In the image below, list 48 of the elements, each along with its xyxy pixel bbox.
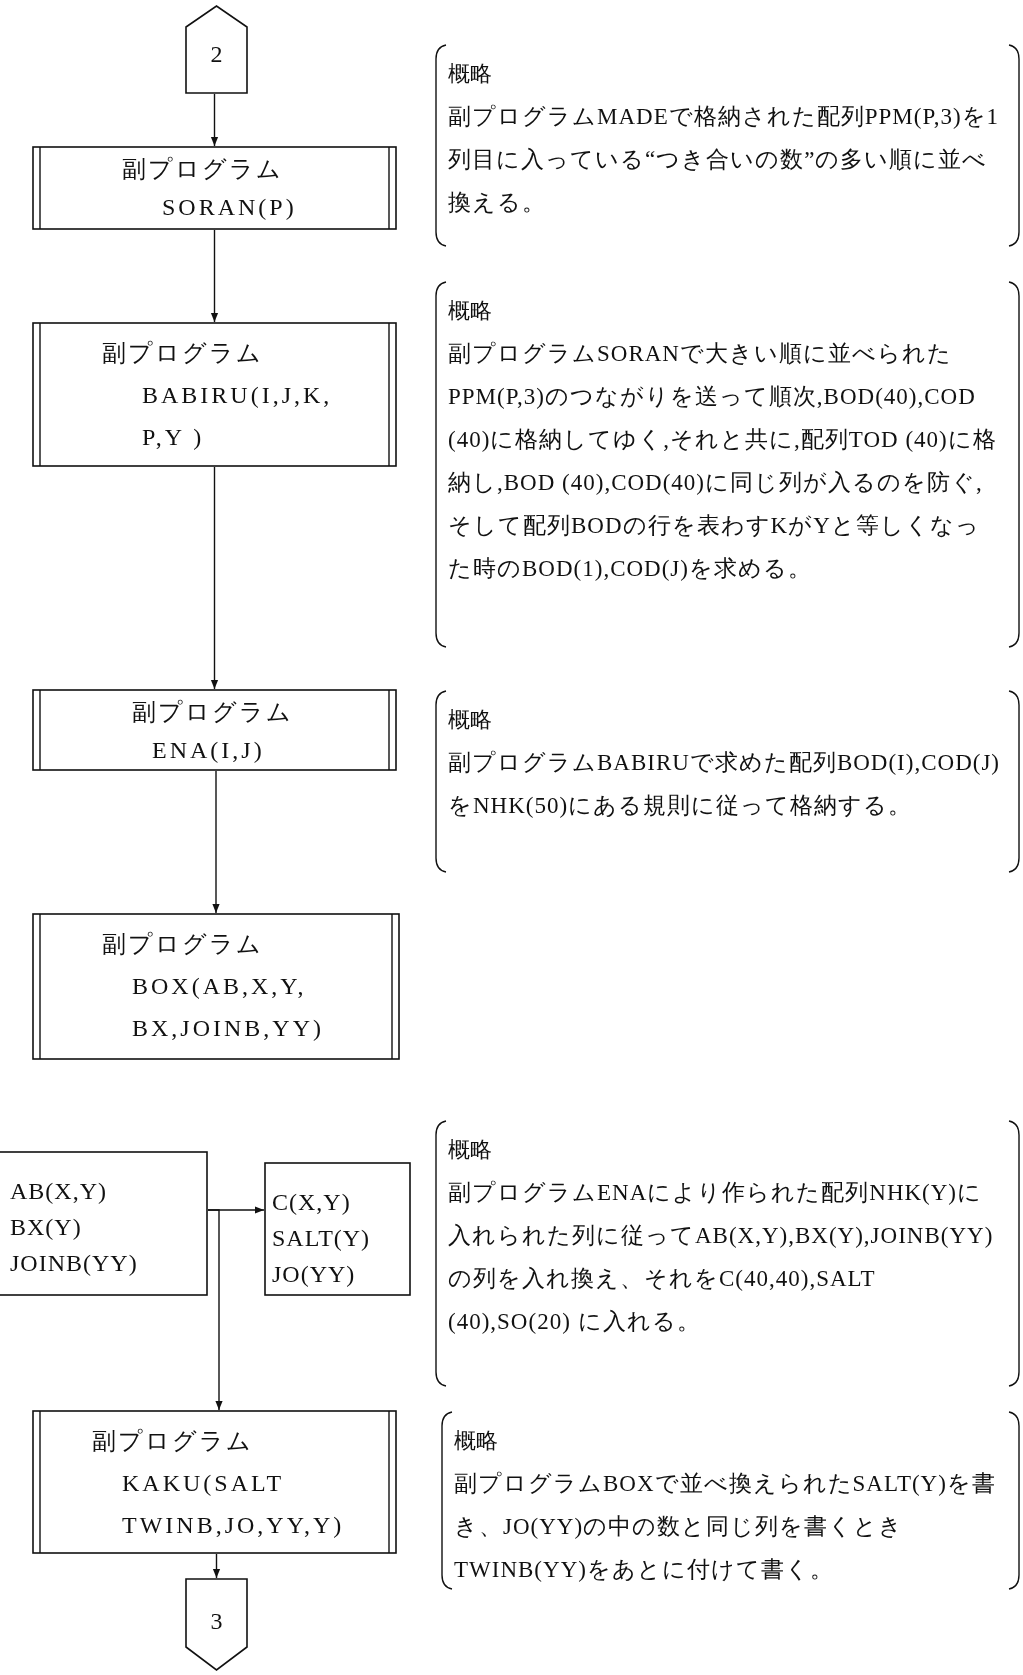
subprogram-call: KAKU(SALT TWINB,JO,YY,Y) [122,1469,346,1540]
off-page-connector [185,5,248,94]
connector-number: 3 [209,1608,224,1635]
subprogram-heading: 副プログラム [122,155,284,184]
connector-number: 2 [209,41,224,68]
summary-note [432,689,1023,874]
subprogram-call: BOX(AB,X,Y, BX,JOINB,YY) [132,972,325,1043]
array-box [0,1151,208,1296]
array-name: JOINB(YY) [10,1249,138,1278]
subprogram-heading: 副プログラム [102,339,264,368]
summary-note [432,1119,1023,1388]
subprogram-box [32,146,397,230]
array-name: JO(YY) [272,1260,356,1289]
array-name: SALT(Y) [272,1224,371,1253]
subprogram-box [32,689,397,771]
note-text: 副プログラムBABIRUで求めた配列BOD(I),COD(J)をNHK(50)にある規則に従って格納する。 [448,749,1002,820]
subprogram-box [32,322,397,467]
arrow [210,229,219,323]
subprogram-heading: 副プログラム [132,698,294,727]
note-text: 副プログラムBOXで並べ換えられたSALT(Y)を書き、JO(YY)の中の数と同じ列を書くときTWINB(YY)をあとに付けて書く。 [454,1470,997,1584]
arrow [212,770,220,914]
arrow [207,1209,223,1411]
arrow [210,466,219,690]
subprogram-heading: 副プログラム [92,1427,254,1456]
subprogram-call: SORAN(P) [162,193,298,222]
array-name: C(X,Y) [272,1188,351,1217]
subprogram-call: BABIRU(I,J,K, P,Y ) [142,381,334,452]
note-text: 副プログラムSORANで大きい順に並べられたPPM(P,3)のつながりを送って順次,BOD(40),COD (40)に格納してゆく,それと共に,配列TOD (40)に格納し,BOD (40),COD(40)に同じ列が入るのを防ぐ,そして配列BODの行を表わすKがYと等しくなった時のBOD(1),COD(J)を求める。 [448,340,998,583]
note-heading: 概略 [448,60,493,88]
arrow [210,93,219,147]
arrow [212,1553,221,1579]
note-heading: 概略 [448,297,493,325]
array-name: BX(Y) [10,1213,82,1242]
note-heading: 概略 [448,1136,493,1164]
subprogram-call: ENA(I,J) [152,736,266,765]
note-heading: 概略 [448,706,493,734]
summary-note [438,1410,1023,1591]
summary-note [432,280,1023,649]
subprogram-box [32,913,400,1060]
summary-note [432,43,1023,248]
array-name: AB(X,Y) [10,1177,107,1206]
subprogram-box [32,1410,397,1554]
note-text: 副プログラムMADEで格納された配列PPM(P,3)を1列目に入っている“つき合いの数”の多い順に並べ換える。 [448,103,1001,217]
off-page-connector [185,1578,248,1671]
array-box [264,1162,411,1296]
subprogram-heading: 副プログラム [102,930,264,959]
note-heading: 概略 [454,1427,499,1455]
note-text: 副プログラムENAにより作られた配列NHK(Y)に入れられた列に従ってAB(X,Y),BX(Y),JOINB(YY)の列を入れ換え、それをC(40,40),SALT (40),SO(20) に入れる。 [448,1179,995,1336]
